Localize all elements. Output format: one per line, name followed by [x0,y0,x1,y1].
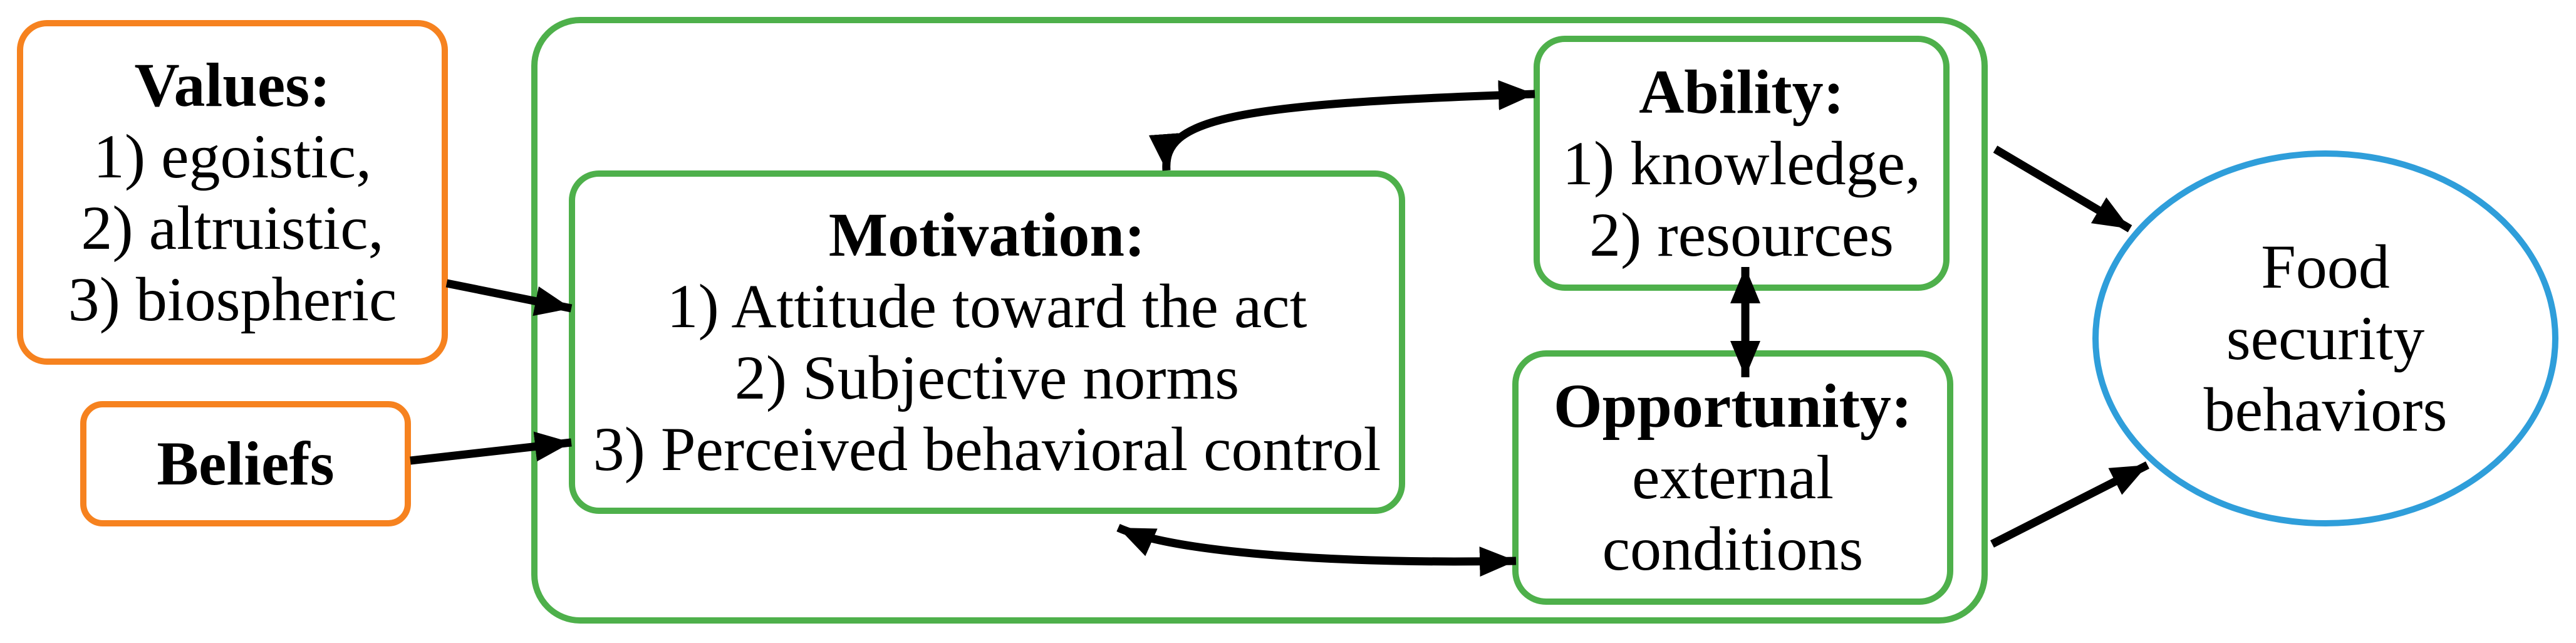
values-item-altruistic: 2) altruistic, [81,193,384,263]
outcome-line-security: security [2226,303,2425,373]
motivation-item-subjective-norms: 2) Subjective norms [734,343,1240,412]
motivation-item-attitude: 1) Attitude toward the act [667,271,1307,341]
motivation-box: Motivation: 1) Attitude toward the act 2… [569,170,1405,514]
ability-box: Ability: 1) knowledge, 2) resources [1534,36,1950,291]
outcome-line-behaviors: behaviors [2203,375,2448,444]
opportunity-item-conditions: conditions [1602,514,1864,583]
values-box: Values: 1) egoistic, 2) altruistic, 3) b… [17,20,448,365]
values-item-egoistic: 1) egoistic, [93,122,372,191]
ability-item-knowledge: 1) knowledge, [1562,128,1921,198]
ability-item-resources: 2) resources [1589,199,1894,269]
motivation-title: Motivation: [828,200,1146,269]
values-item-biospheric: 3) biospheric [68,264,397,334]
arrow-opportunity-to-outcome [1990,461,2149,548]
outcome-line-food: Food [2261,232,2390,301]
beliefs-box: Beliefs [80,401,411,526]
opportunity-title: Opportunity: [1553,371,1913,441]
opportunity-box: Opportunity: external conditions [1512,350,1953,605]
opportunity-item-external: external [1631,442,1834,512]
values-title: Values: [134,50,331,120]
motivation-item-perceived-control: 3) Perceived behavioral control [593,414,1381,484]
mao-container-box [531,17,1988,624]
food-security-behaviors-ellipse: Food security behaviors [2092,150,2558,526]
arrow-ability-to-outcome [1993,145,2132,233]
beliefs-title: Beliefs [157,429,335,498]
ability-title: Ability: [1639,56,1844,127]
